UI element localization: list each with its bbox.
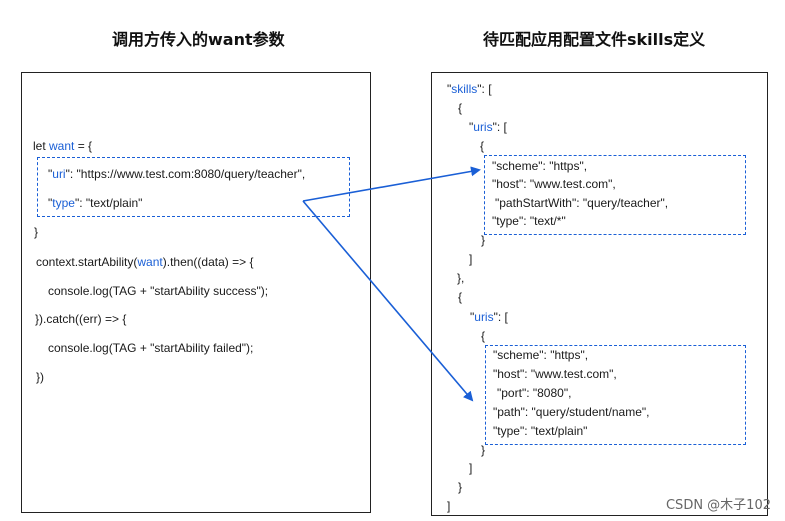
left-panel-title: 调用方传入的want参数 bbox=[112, 30, 285, 49]
code-line-end: }) bbox=[36, 370, 45, 384]
want-code-panel bbox=[21, 72, 371, 513]
block2-scheme: "scheme": "https", bbox=[493, 348, 589, 362]
skills-line-uris2: "uris": [ bbox=[470, 310, 508, 324]
block1-path-start-with: "pathStartWith": "query/teacher", bbox=[495, 196, 669, 210]
watermark: CSDN @木子102 bbox=[665, 498, 771, 513]
skills-line-open2: { bbox=[480, 139, 485, 153]
arrow-to-uris-block-1 bbox=[302, 166, 481, 202]
block1-scheme: "scheme": "https", bbox=[492, 159, 588, 173]
block1-type: "type": "text/*" bbox=[492, 214, 566, 228]
code-line-close-brace: } bbox=[34, 225, 39, 239]
skills-config-panel bbox=[431, 72, 768, 516]
block2-host: "host": "www.test.com", bbox=[493, 367, 617, 381]
skills-line-close3: } bbox=[458, 480, 463, 494]
block2-path: "path": "query/student/name", bbox=[493, 405, 650, 419]
skills-line-close-root: ] bbox=[447, 499, 451, 513]
skills-line-close2: } bbox=[481, 233, 486, 247]
code-line-uri: "uri": "https://www.test.com:8080/query/… bbox=[48, 167, 306, 181]
code-line-log-failed: console.log(TAG + "startAbility failed")… bbox=[48, 341, 254, 355]
skills-line-root: "skills": [ bbox=[447, 82, 492, 96]
block2-type: "type": "text/plain" bbox=[493, 424, 588, 438]
skills-line-close1: }, bbox=[457, 271, 465, 285]
code-line-start-ability: context.startAbility(want).then((data) =… bbox=[36, 255, 254, 269]
skills-line-open4: { bbox=[481, 329, 486, 343]
block1-host: "host": "www.test.com", bbox=[492, 177, 616, 191]
arrow-to-uris-block-2 bbox=[302, 200, 474, 402]
uris-block-1-highlight bbox=[484, 155, 746, 235]
skills-line-close4: } bbox=[481, 443, 486, 457]
code-line-let-want: let want = { bbox=[33, 139, 93, 153]
skills-line-open3: { bbox=[458, 290, 463, 304]
skills-line-uris1: "uris": [ bbox=[469, 120, 507, 134]
block2-port: "port": "8080", bbox=[497, 386, 572, 400]
want-fields-highlight bbox=[37, 157, 350, 217]
code-line-type: "type": "text/plain" bbox=[48, 196, 143, 210]
skills-line-open1: { bbox=[458, 101, 463, 115]
code-line-log-success: console.log(TAG + "startAbility success"… bbox=[48, 284, 269, 298]
skills-line-close-arr2: ] bbox=[469, 461, 473, 475]
skills-line-close-arr1: ] bbox=[469, 252, 473, 266]
code-line-catch: }).catch((err) => { bbox=[35, 312, 127, 326]
uris-block-2-highlight bbox=[485, 345, 746, 445]
right-panel-title: 待匹配应用配置文件skills定义 bbox=[483, 30, 706, 49]
